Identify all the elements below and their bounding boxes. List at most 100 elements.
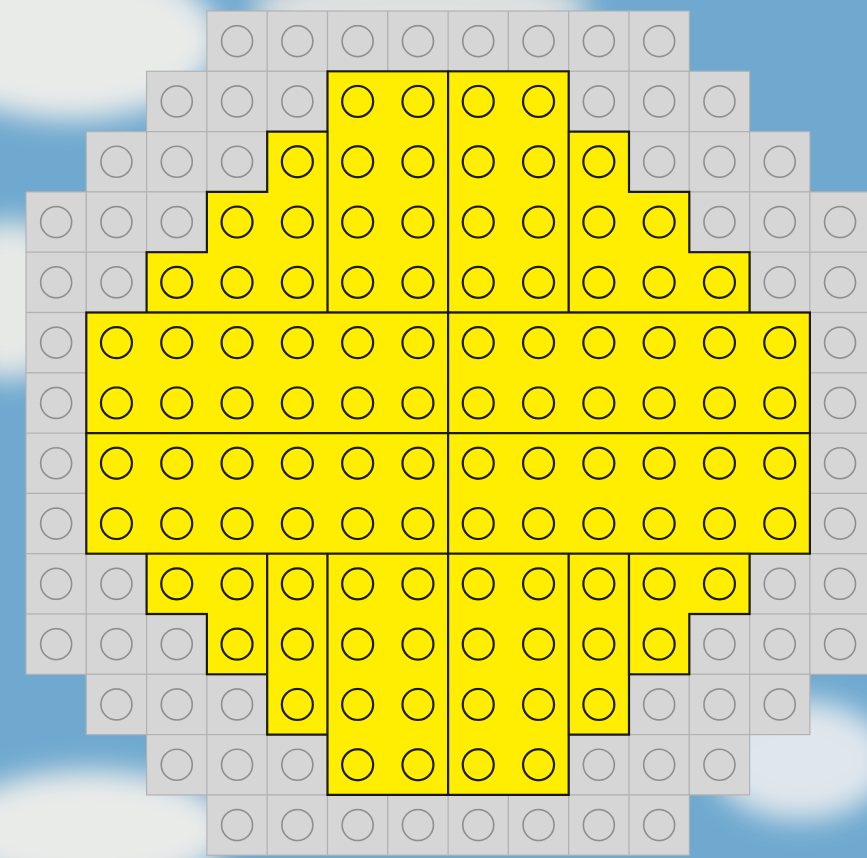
- empty-cell[interactable]: [147, 735, 207, 795]
- empty-cell[interactable]: [207, 71, 267, 131]
- empty-cell[interactable]: [207, 735, 267, 795]
- piece-middle-lower-left[interactable]: [86, 433, 448, 554]
- empty-cell[interactable]: [328, 11, 388, 71]
- empty-cell[interactable]: [750, 554, 810, 614]
- empty-cell[interactable]: [147, 71, 207, 131]
- piece-stud-icon: [523, 327, 554, 358]
- piece-stud-icon: [704, 448, 735, 479]
- empty-cell[interactable]: [569, 735, 629, 795]
- empty-cell[interactable]: [147, 192, 207, 252]
- empty-cell[interactable]: [629, 674, 689, 734]
- empty-cell[interactable]: [689, 192, 749, 252]
- piece-stud-icon: [282, 629, 313, 660]
- empty-cell[interactable]: [629, 735, 689, 795]
- piece-stud-icon: [523, 508, 554, 539]
- empty-cell[interactable]: [267, 11, 327, 71]
- empty-cell[interactable]: [86, 252, 146, 312]
- piece-top-center-right[interactable]: [448, 71, 569, 313]
- piece-stud-icon: [402, 267, 433, 298]
- empty-cell[interactable]: [86, 192, 146, 252]
- empty-cell[interactable]: [267, 71, 327, 131]
- empty-cell[interactable]: [810, 433, 867, 493]
- empty-cell[interactable]: [86, 554, 146, 614]
- empty-cell[interactable]: [508, 11, 568, 71]
- empty-cell[interactable]: [26, 554, 86, 614]
- empty-cell[interactable]: [86, 674, 146, 734]
- empty-cell[interactable]: [26, 433, 86, 493]
- empty-cell[interactable]: [629, 795, 689, 855]
- piece-stud-icon: [101, 387, 132, 418]
- empty-cell[interactable]: [86, 614, 146, 674]
- empty-cell[interactable]: [207, 132, 267, 192]
- empty-cell[interactable]: [26, 192, 86, 252]
- empty-cell[interactable]: [328, 795, 388, 855]
- piece-bottom-right-column[interactable]: [568, 553, 629, 735]
- empty-cell[interactable]: [689, 614, 749, 674]
- piece-middle-upper-right[interactable]: [448, 312, 810, 433]
- empty-cell[interactable]: [207, 674, 267, 734]
- piece-stud-icon: [704, 568, 735, 599]
- piece-stud-icon: [402, 689, 433, 720]
- empty-cell[interactable]: [147, 614, 207, 674]
- empty-cell[interactable]: [86, 132, 146, 192]
- empty-cell[interactable]: [267, 735, 327, 795]
- empty-cell[interactable]: [448, 11, 508, 71]
- empty-cell[interactable]: [388, 795, 448, 855]
- piece-top-center-left[interactable]: [327, 71, 448, 313]
- piece-stud-icon: [704, 327, 735, 358]
- piece-middle-upper-left[interactable]: [86, 312, 448, 433]
- empty-cell[interactable]: [147, 132, 207, 192]
- piece-stud-icon: [704, 267, 735, 298]
- piece-stud-icon: [222, 568, 253, 599]
- piece-stud-icon: [764, 387, 795, 418]
- empty-cell[interactable]: [26, 614, 86, 674]
- empty-cell[interactable]: [810, 373, 867, 433]
- empty-cell[interactable]: [448, 795, 508, 855]
- empty-cell[interactable]: [26, 313, 86, 373]
- empty-cell[interactable]: [810, 493, 867, 553]
- empty-cell[interactable]: [629, 132, 689, 192]
- empty-cell[interactable]: [569, 71, 629, 131]
- empty-cell[interactable]: [810, 252, 867, 312]
- empty-cell[interactable]: [689, 71, 749, 131]
- empty-cell[interactable]: [810, 313, 867, 373]
- piece-bottom-center-left[interactable]: [327, 553, 448, 795]
- empty-cell[interactable]: [26, 373, 86, 433]
- empty-cell[interactable]: [207, 795, 267, 855]
- empty-cell[interactable]: [750, 614, 810, 674]
- empty-cell[interactable]: [569, 11, 629, 71]
- empty-cell[interactable]: [26, 252, 86, 312]
- piece-stud-icon: [222, 448, 253, 479]
- empty-cell[interactable]: [207, 11, 267, 71]
- piece-stud-icon: [463, 146, 494, 177]
- empty-cell[interactable]: [750, 674, 810, 734]
- empty-cell[interactable]: [689, 674, 749, 734]
- piece-bottom-left-column[interactable]: [267, 553, 328, 735]
- piece-stud-icon: [222, 387, 253, 418]
- empty-cell[interactable]: [810, 614, 867, 674]
- empty-cell[interactable]: [689, 735, 749, 795]
- empty-cell[interactable]: [26, 493, 86, 553]
- piece-stud-icon: [463, 568, 494, 599]
- empty-cell[interactable]: [629, 71, 689, 131]
- piece-middle-lower-right[interactable]: [448, 433, 810, 554]
- empty-cell[interactable]: [750, 192, 810, 252]
- empty-cell[interactable]: [569, 795, 629, 855]
- empty-cell[interactable]: [750, 252, 810, 312]
- empty-cell[interactable]: [810, 554, 867, 614]
- empty-cell[interactable]: [267, 795, 327, 855]
- piece-bottom-center-right[interactable]: [448, 553, 569, 795]
- empty-cell[interactable]: [147, 674, 207, 734]
- piece-stud-icon: [222, 327, 253, 358]
- empty-cell[interactable]: [810, 192, 867, 252]
- piece-stud-icon: [764, 327, 795, 358]
- empty-cell[interactable]: [750, 132, 810, 192]
- empty-cell[interactable]: [689, 132, 749, 192]
- piece-stud-icon: [101, 448, 132, 479]
- empty-cell[interactable]: [388, 11, 448, 71]
- piece-stud-icon: [463, 689, 494, 720]
- empty-cell[interactable]: [508, 795, 568, 855]
- piece-stud-icon: [282, 387, 313, 418]
- empty-cell[interactable]: [629, 11, 689, 71]
